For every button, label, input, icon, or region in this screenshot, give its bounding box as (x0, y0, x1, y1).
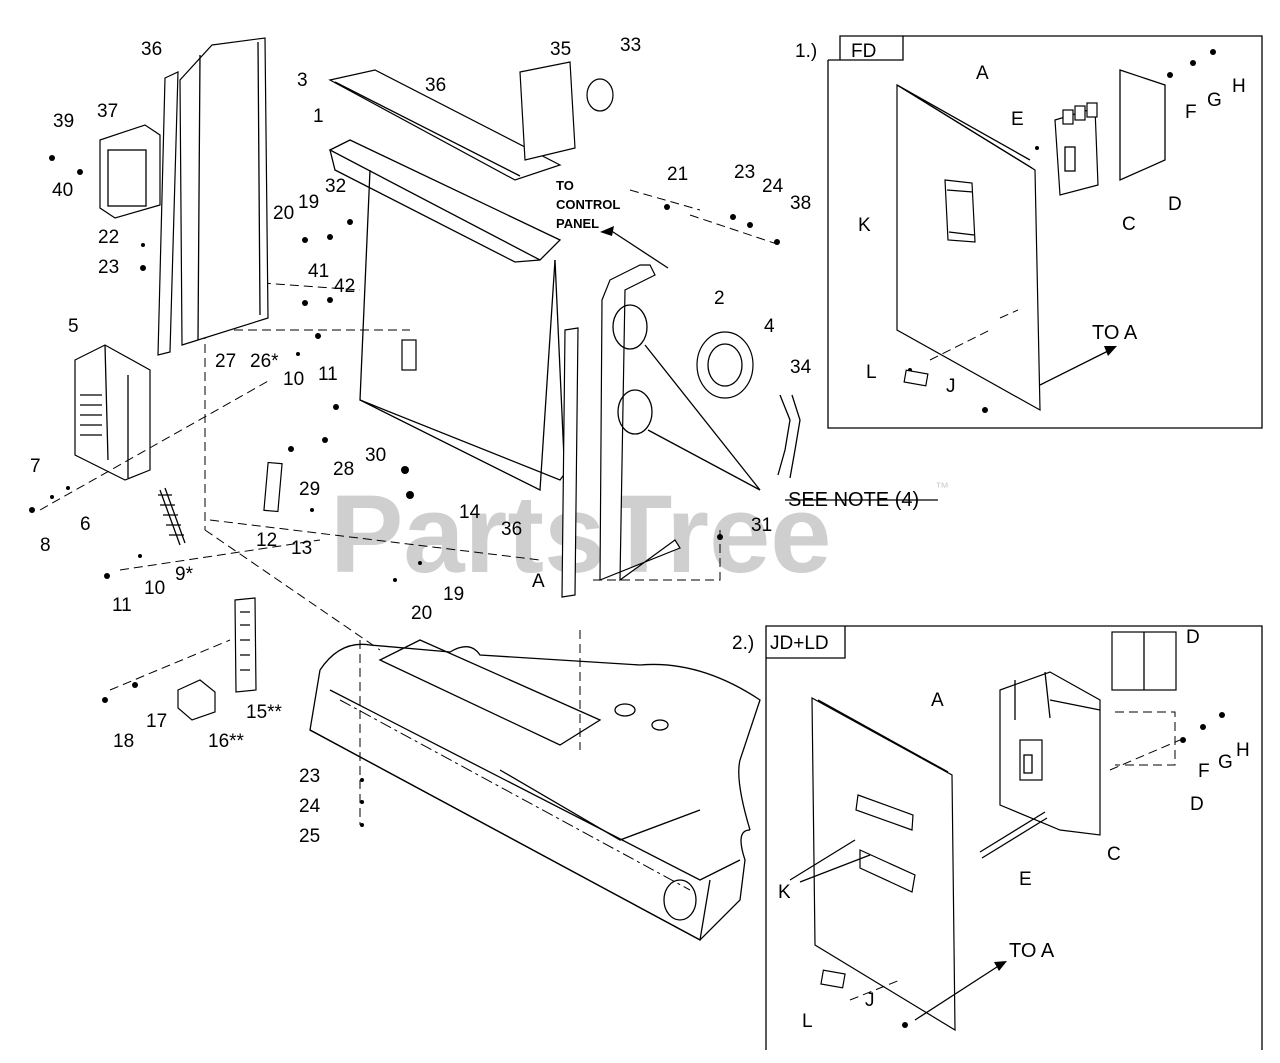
callout-38: 38 (790, 193, 811, 214)
callout-23b: 23 (734, 162, 755, 183)
callout-24b: 24 (299, 796, 321, 817)
side-panel (179, 37, 269, 346)
callout-42: 42 (334, 276, 355, 297)
callout-29: 29 (299, 479, 320, 500)
callout-34: 34 (790, 357, 812, 378)
jd-letter-E: E (1019, 869, 1032, 890)
inset-fd-title: FD (851, 41, 876, 62)
module-37 (99, 124, 161, 219)
callout-30: 30 (365, 445, 386, 466)
fd-letter-E: E (1011, 109, 1024, 130)
callout-23a: 23 (98, 257, 119, 278)
trademark: ™ (935, 479, 949, 495)
inset-jd-ld: 2.) JD+LD A D D F G H C E K (732, 625, 1263, 1050)
callout-17: 17 (146, 711, 167, 732)
fd-letter-G: G (1207, 90, 1222, 111)
callout-25: 25 (299, 826, 320, 847)
jd-letter-L: L (802, 1011, 813, 1032)
callout-36a: 36 (141, 39, 162, 60)
inset-fd: 1.) FD A E F G H D C K L J TO A (795, 35, 1263, 429)
note-labels: TO CONTROL PANEL SEE NOTE (4) (556, 178, 919, 511)
callout-14: 14 (459, 502, 481, 523)
callout-15: 15** (246, 702, 283, 723)
callout-20b: 20 (411, 603, 432, 624)
to-control-panel-line2: CONTROL (556, 197, 620, 212)
callout-33: 33 (620, 35, 641, 56)
callout-36b: 36 (425, 75, 446, 96)
fd-letter-F: F (1185, 102, 1197, 123)
callout-35: 35 (550, 39, 571, 60)
jd-letter-A: A (931, 690, 944, 711)
main-callouts: 1 2 3 4 5 6 7 8 9* 10 10 11 11 12 13 14 … (30, 35, 812, 847)
callout-9: 9* (175, 564, 194, 585)
callout-31: 31 (751, 515, 772, 536)
terminal-bracket (74, 344, 151, 481)
callout-19a: 19 (298, 192, 319, 213)
fd-letter-D: D (1168, 194, 1182, 215)
fd-letter-L: L (866, 362, 877, 383)
callout-32: 32 (325, 176, 346, 197)
callout-20a: 20 (273, 203, 294, 224)
inset-fd-index: 1.) (795, 41, 817, 62)
callout-A: A (532, 571, 545, 592)
see-note-label: SEE NOTE (4) (788, 489, 919, 511)
callout-3: 3 (297, 70, 308, 91)
jd-letter-D2: D (1190, 794, 1204, 815)
fd-letter-H: H (1232, 76, 1246, 97)
jd-letter-G: G (1218, 752, 1233, 773)
callout-13: 13 (291, 538, 312, 559)
callout-36c: 36 (501, 519, 522, 540)
jd-letter-H: H (1236, 740, 1250, 761)
callout-2: 2 (714, 288, 725, 309)
callout-10a: 10 (283, 369, 304, 390)
top-channel (328, 69, 562, 181)
fd-letter-J: J (946, 376, 956, 397)
callout-21: 21 (667, 164, 688, 185)
callout-22: 22 (98, 227, 119, 248)
callout-5: 5 (68, 316, 79, 337)
callout-26: 26* (250, 351, 279, 372)
callout-24a: 24 (762, 176, 784, 197)
callout-23c: 23 (299, 766, 320, 787)
to-control-panel-line3: PANEL (556, 216, 599, 231)
callout-4: 4 (764, 316, 775, 337)
callout-18: 18 (113, 731, 134, 752)
callout-28: 28 (333, 459, 354, 480)
callout-1: 1 (313, 106, 324, 127)
callout-39: 39 (53, 111, 74, 132)
callout-19b: 19 (443, 584, 464, 605)
callout-16: 16** (208, 731, 245, 752)
main-exploded-view (29, 37, 938, 942)
callout-37: 37 (97, 101, 118, 122)
jd-letter-J: J (865, 990, 875, 1011)
callout-7: 7 (30, 456, 41, 477)
callout-10b: 10 (144, 578, 165, 599)
callout-6: 6 (80, 514, 91, 535)
inset-jd-title: JD+LD (770, 633, 829, 654)
callout-41: 41 (308, 261, 329, 282)
jd-letter-K: K (778, 882, 791, 903)
to-control-panel-line1: TO (556, 178, 574, 193)
fd-letter-K: K (858, 215, 871, 236)
jd-letter-D1: D (1186, 627, 1200, 648)
callout-27: 27 (215, 351, 236, 372)
callout-11a: 11 (318, 364, 338, 385)
fd-letter-A: A (976, 63, 989, 84)
inset-jd-index: 2.) (732, 633, 754, 654)
jd-letter-C: C (1107, 844, 1121, 865)
fd-letter-C: C (1122, 214, 1136, 235)
callout-40: 40 (52, 180, 73, 201)
callout-11b: 11 (112, 595, 132, 616)
jd-to-a: TO A (1009, 940, 1055, 962)
fd-to-a: TO A (1092, 322, 1138, 344)
callout-12: 12 (256, 530, 277, 551)
callout-8: 8 (40, 535, 51, 556)
side-bar (157, 71, 179, 356)
jd-letter-F: F (1198, 761, 1210, 782)
base-frame (309, 639, 761, 942)
